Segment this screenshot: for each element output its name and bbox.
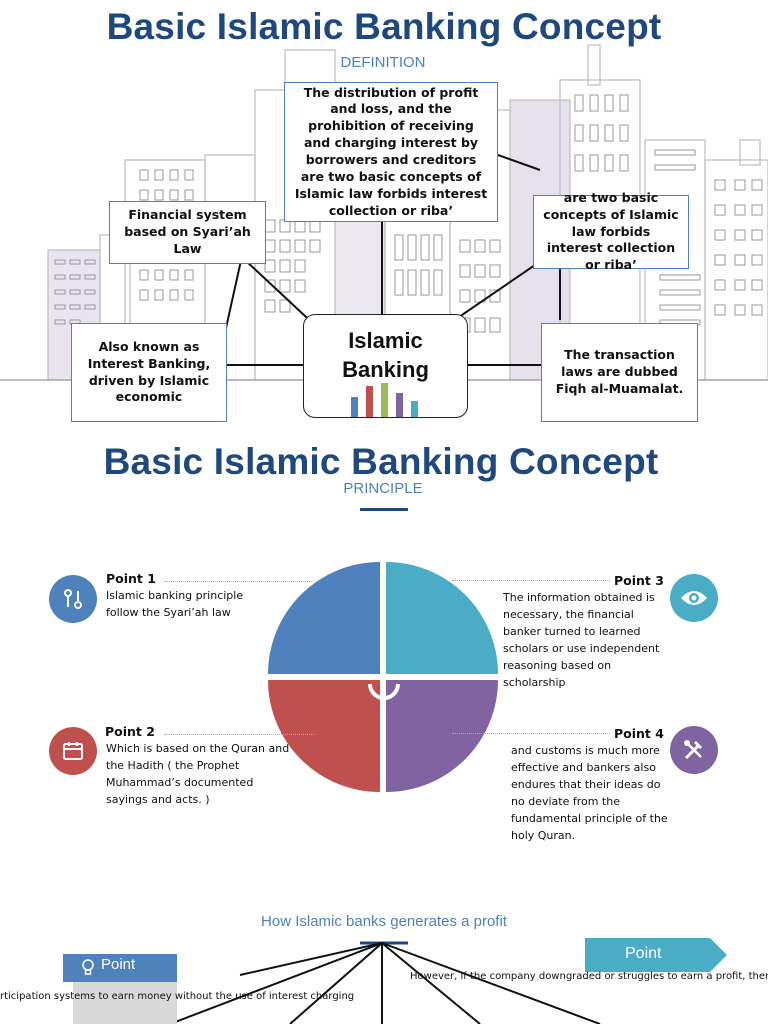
lightbulb-icon (82, 959, 94, 975)
islamic-banking-center-box: Islamic Banking (303, 314, 468, 418)
point2-text: Which is based on the Quran and the Hadi… (106, 742, 290, 807)
point2-icon-circle (49, 727, 97, 775)
principle-subtitle: PRINCIPLE (343, 480, 423, 497)
tools-icon (684, 740, 702, 760)
point3-icon-circle (670, 574, 718, 622)
definition-box-right-bottom: The transaction laws are dubbed Fiqh al-… (541, 323, 698, 422)
chain-link-icon (64, 589, 82, 609)
bar-chart-icon (351, 383, 418, 417)
principle-underline (360, 508, 408, 511)
definition-subtitle: DEFINITION (340, 54, 426, 71)
profit-section-title: How Islamic banks generates a profit (261, 913, 507, 930)
point3-title: Point 3 (614, 573, 664, 588)
definition-box-left-top: Financial system based on Syari’ah Law (109, 201, 266, 264)
right-point-tag: Point (585, 938, 727, 972)
definition-box-right-top: are two basic concepts of Islamic law fo… (533, 190, 689, 272)
point4-leader (452, 733, 610, 734)
point1-title: Point 1 (106, 571, 156, 586)
point3-leader (452, 580, 610, 581)
point3-text: The information obtained is necessary, t… (503, 591, 660, 690)
eye-icon (681, 591, 707, 605)
left-point-panel (73, 982, 177, 1024)
right-point-label: Point (625, 945, 662, 962)
profit-diagram-lines (169, 941, 601, 1024)
point1-leader (164, 581, 314, 582)
point4-text: and customs is much more effective and b… (511, 744, 668, 843)
left-profit-text: rticipation systems to earn money withou… (0, 991, 355, 1002)
principle-circle (268, 562, 498, 792)
point1-icon-circle (49, 575, 97, 623)
page-title-principle: Basic Islamic Banking Concept (103, 441, 659, 482)
city-skyline-illustration (0, 44, 768, 401)
right-profit-text: However, if the company downgraded or st… (410, 971, 768, 982)
point2-title: Point 2 (105, 724, 155, 739)
point4-icon-circle (670, 726, 718, 774)
center-label: Islamic Banking (304, 327, 467, 384)
left-point-label: Point (101, 956, 136, 973)
point4-title: Point 4 (614, 726, 664, 741)
definition-box-left-bottom: Also known as Interest Banking, driven b… (71, 323, 227, 422)
definition-box-top: The distribution of profit and loss, and… (284, 82, 498, 222)
page-title-definition: Basic Islamic Banking Concept (106, 6, 662, 47)
left-point-tag: Point (63, 954, 177, 982)
point2-leader (164, 734, 314, 735)
center-label-line1: Islamic (348, 328, 423, 353)
calendar-icon (63, 742, 83, 760)
point1-text: Islamic banking principle follow the Sya… (106, 589, 244, 620)
center-label-line2: Banking (342, 356, 429, 382)
